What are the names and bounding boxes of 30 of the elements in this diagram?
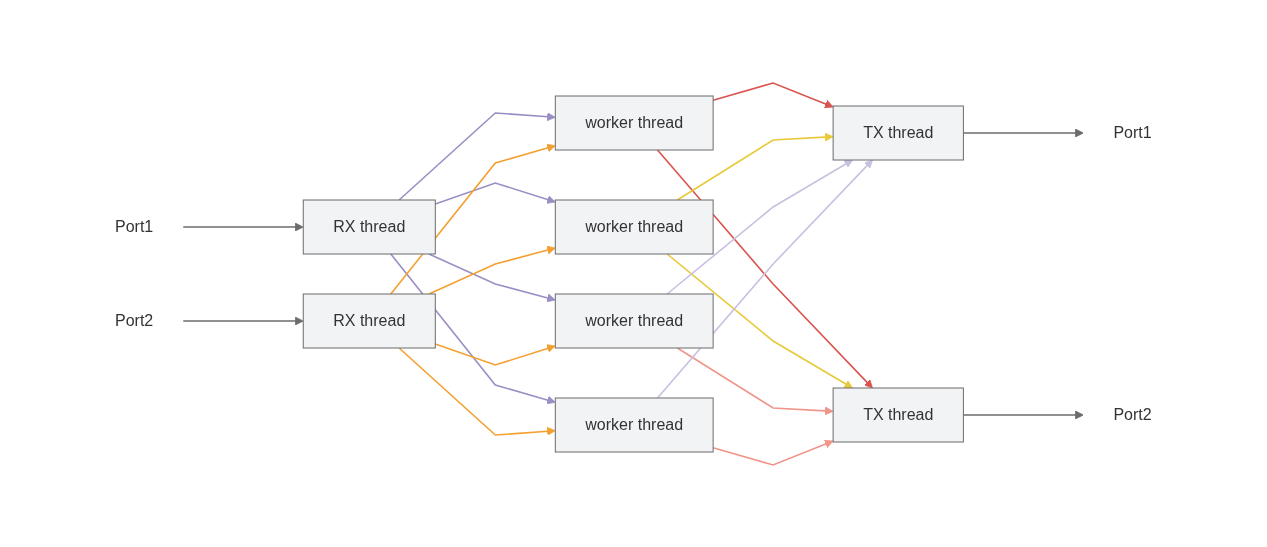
node-box: TX thread	[832, 105, 965, 160]
arrow	[390, 252, 556, 404]
arrow	[428, 252, 556, 302]
arrow	[398, 346, 556, 436]
arrow	[676, 132, 834, 201]
arrow	[666, 159, 854, 295]
node-box: RX thread	[302, 293, 436, 348]
arrow	[182, 222, 304, 231]
arrow	[390, 143, 556, 295]
arrow	[962, 128, 1084, 137]
arrow	[428, 245, 556, 295]
node-box: worker thread	[554, 397, 714, 452]
node-text: Port2	[115, 311, 154, 329]
node-text: Port2	[1113, 405, 1152, 423]
node-text: Port1	[115, 217, 154, 235]
arrow	[666, 252, 854, 388]
arrow	[182, 316, 304, 325]
node-box: worker thread	[554, 293, 714, 348]
arrow	[712, 439, 834, 466]
arrow	[434, 342, 556, 366]
arrow	[434, 181, 556, 205]
node-box: TX thread	[832, 387, 965, 442]
node-text: Port1	[1113, 123, 1152, 141]
arrow	[398, 111, 556, 201]
arrow	[962, 410, 1084, 419]
node-box: worker thread	[554, 95, 714, 150]
arrow	[712, 81, 834, 108]
arrow	[676, 346, 834, 415]
node-box: RX thread	[302, 199, 436, 254]
node-box: worker thread	[554, 199, 714, 254]
